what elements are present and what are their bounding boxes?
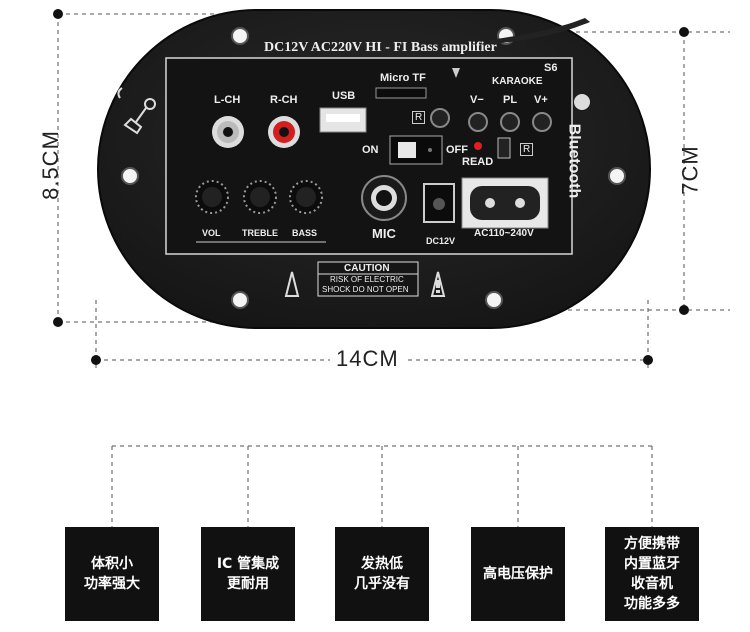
control-buttons	[468, 112, 552, 132]
bluetooth-label: Bluetooth	[565, 123, 583, 199]
read-label: READ	[462, 156, 494, 168]
feature-box-5: 方便携带 内置蓝牙 收音机 功能多多	[605, 527, 699, 621]
tf-slot	[375, 87, 427, 99]
feature-box-3: 发热低 几乎没有	[335, 527, 429, 621]
board-title: DC12V AC220V HI - FI Bass amplifier	[264, 40, 497, 55]
red-led	[474, 142, 482, 150]
off-label: OFF	[446, 144, 468, 156]
lch-jack	[212, 116, 244, 148]
micro-tf-label: Micro TF	[380, 72, 426, 84]
rch-jack	[268, 116, 300, 148]
caution-line1: RISK OF ELECTRIC	[330, 275, 404, 284]
warning-triangles	[284, 271, 446, 297]
feature-text: 功能多多	[624, 596, 680, 612]
feature-text: 几乎没有	[354, 576, 410, 592]
caution-box	[317, 261, 419, 297]
feature-text: 发热低	[361, 556, 403, 572]
width-label: 14CM	[330, 346, 405, 372]
feature-text: 收音机	[631, 576, 673, 592]
feature-box-2: IC 管集成 更耐用	[201, 527, 295, 621]
feature-text: 功率强大	[84, 576, 140, 592]
lch-label: L-CH	[214, 94, 241, 106]
feature-text: 方便携带	[624, 536, 680, 552]
mic-label: MIC	[372, 226, 396, 241]
feature-text: 体积小	[91, 556, 133, 572]
v-plus-label: V+	[534, 94, 548, 106]
feature-text: 内置蓝牙	[624, 556, 680, 572]
ac-label: AC110~240V	[474, 228, 534, 239]
feature-text: IC 管集成	[216, 556, 280, 572]
r-badge-1: R	[412, 111, 426, 124]
pl-label: PL	[503, 94, 518, 106]
on-label: ON	[362, 144, 379, 156]
feature-box-4: 高电压保护	[471, 527, 565, 621]
bass-label: BASS	[292, 228, 318, 238]
karaoke-mic-icon	[117, 87, 156, 135]
feature-text: 高电压保护	[483, 566, 553, 582]
vol-label: VOL	[202, 228, 221, 238]
model-label: S6	[544, 62, 558, 74]
amplifier-board	[97, 9, 651, 329]
rch-label: R-CH	[270, 94, 298, 106]
knobs	[195, 180, 323, 214]
mic-jack	[361, 175, 407, 221]
karaoke-label: KARAOKE	[492, 76, 543, 87]
caution-line2: SHOCK DO NOT OPEN	[322, 285, 409, 294]
feature-box-1: 体积小 功率强大	[65, 527, 159, 621]
r-badge-2: R	[520, 143, 534, 156]
v-minus-label: V−	[470, 94, 484, 106]
caution-title: CAUTION	[344, 263, 390, 274]
usb-label: USB	[332, 90, 356, 102]
treble-label: TREBLE	[242, 228, 278, 238]
feature-text: 更耐用	[227, 576, 269, 592]
dc12v-label: DC12V	[426, 236, 456, 246]
